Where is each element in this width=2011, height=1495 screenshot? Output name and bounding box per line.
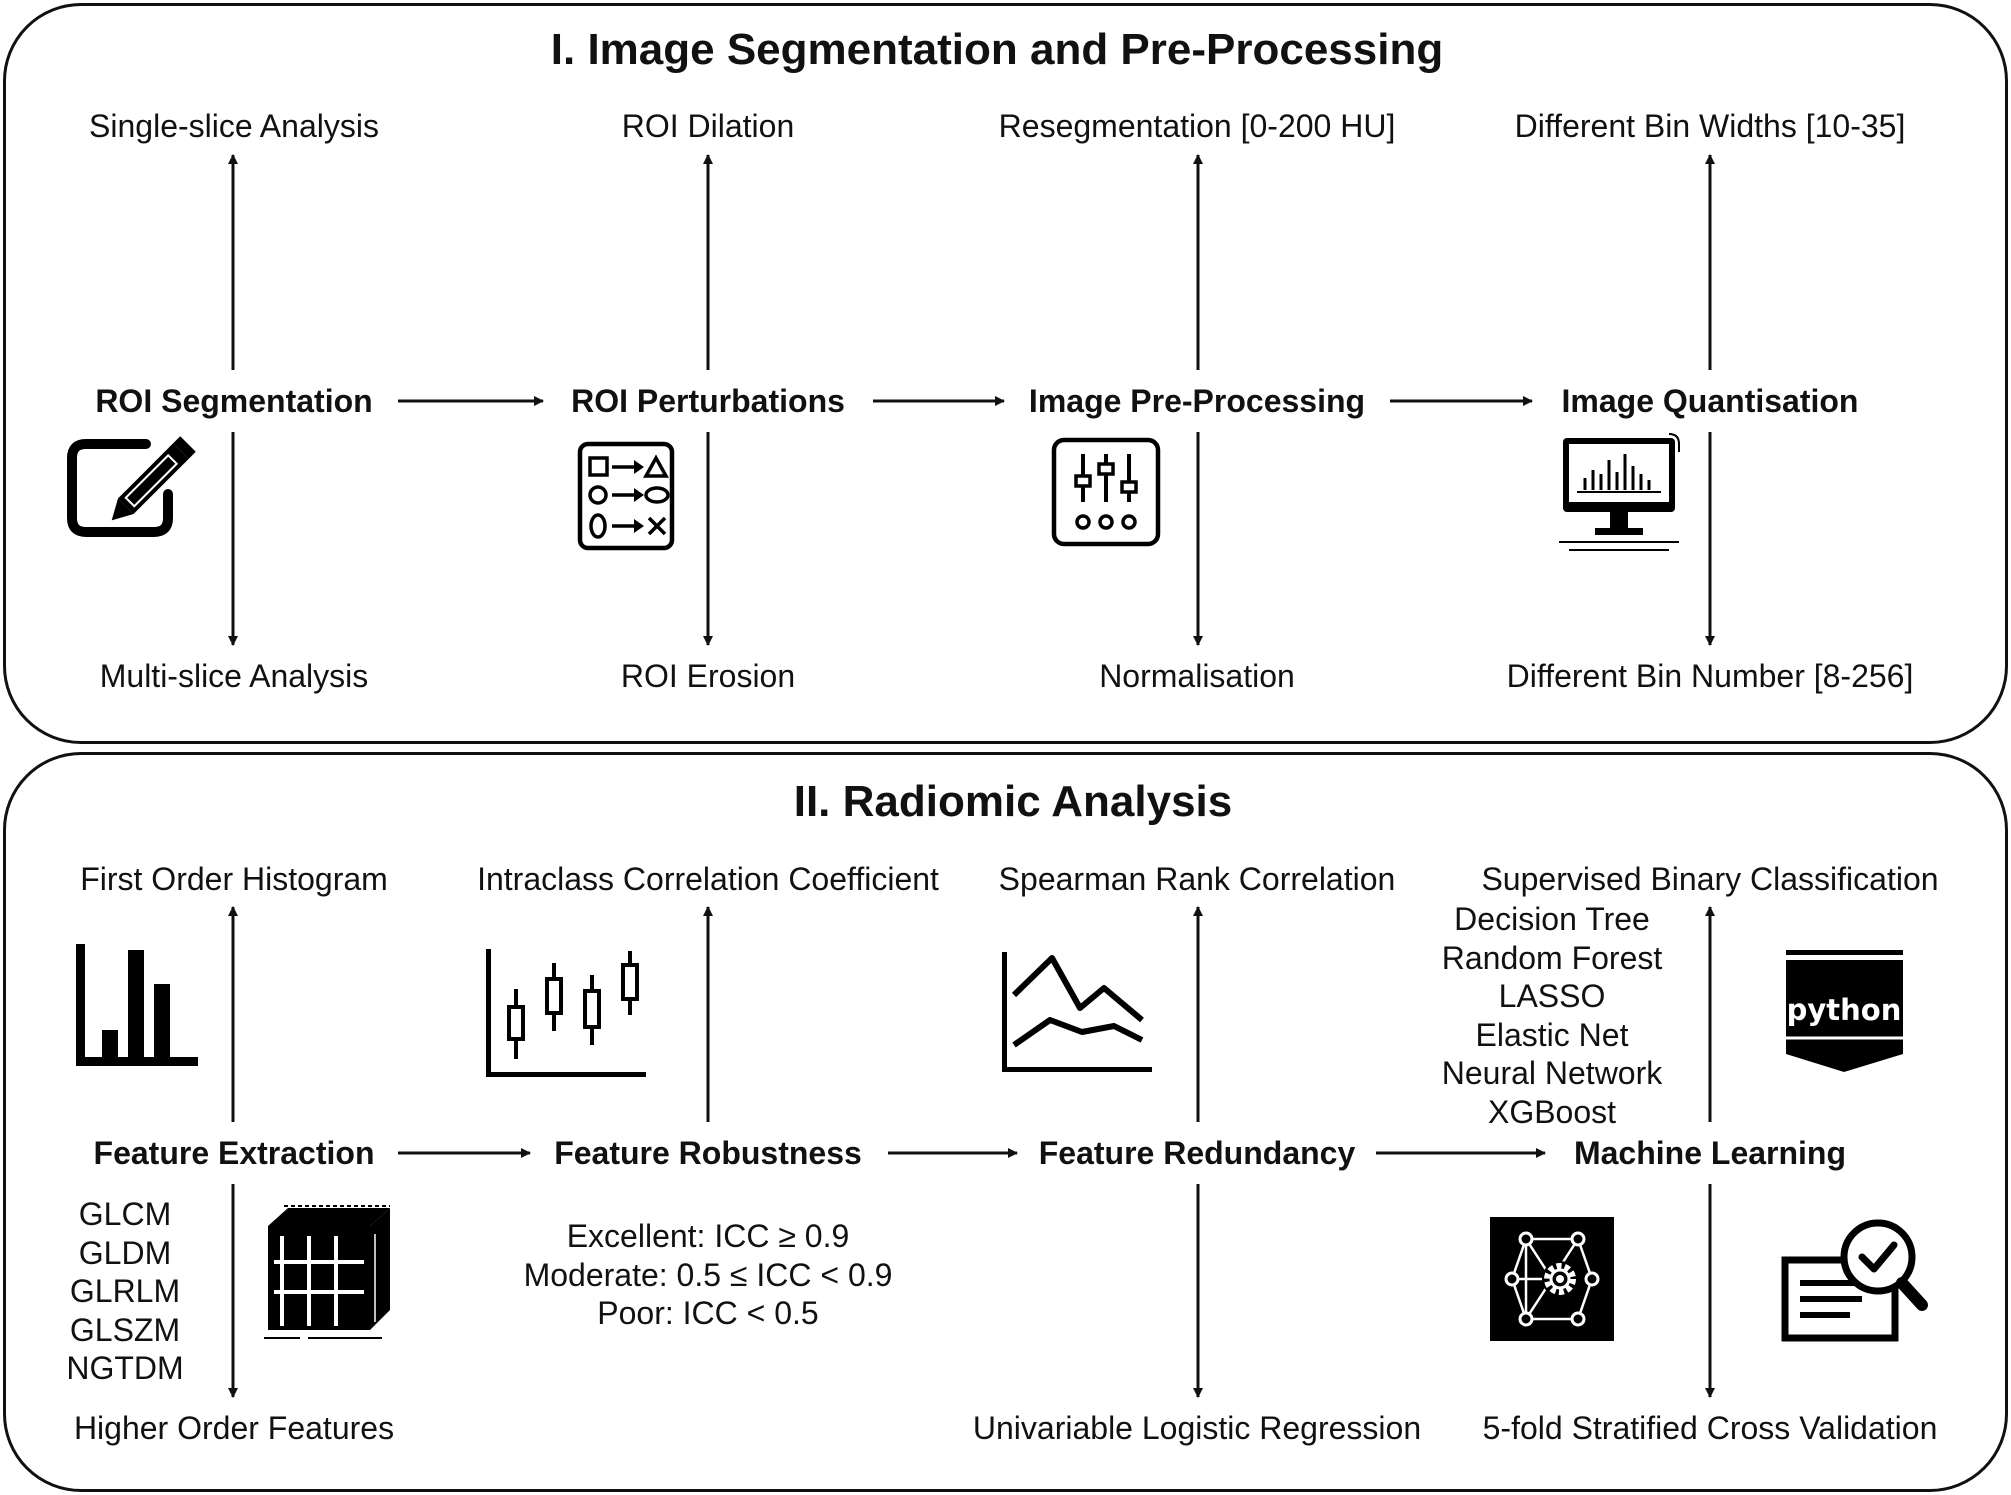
step-image-quantisation: Image Quantisation [1561,383,1859,419]
panel-2-title: II. Radiomic Analysis [793,777,1233,826]
python-badge-icon: python [1786,950,1903,1072]
matrix-cube-icon [264,1205,390,1339]
list-item: Decision Tree [1454,901,1650,937]
label-single-slice-analysis: Single-slice Analysis [89,108,379,144]
list-item: GLSZM [69,1311,181,1348]
label-roi-erosion: ROI Erosion [620,658,796,694]
label-different-bin-widths: Different Bin Widths [10-35] [1514,108,1906,144]
list-item: XGBoost [1487,1093,1617,1130]
panel-radiomic-analysis [3,752,2008,1492]
list-item: GLCM [78,1196,172,1232]
label-higher-order-features: Higher Order Features [73,1410,395,1446]
label-spearman-rank-correlation: Spearman Rank Correlation [998,861,1396,897]
document-magnifier-check-icon [1781,1219,1928,1342]
neural-network-gear-icon [1490,1217,1614,1341]
label-5-fold-cross-validation: 5-fold Stratified Cross Validation [1482,1410,1938,1446]
label-different-bin-number: Different Bin Number [8-256] [1506,658,1914,694]
list-item: Neural Network [1441,1055,1663,1091]
candlestick-chart-icon [486,949,646,1077]
list-item: GLRLM [69,1273,181,1309]
step-feature-extraction: Feature Extraction [93,1135,375,1171]
list-item: Random Forest [1441,939,1663,976]
step-feature-robustness: Feature Robustness [554,1135,862,1171]
step-feature-redundancy: Feature Redundancy [1038,1135,1356,1171]
label-resegmentation: Resegmentation [0-200 HU] [998,108,1396,144]
panel-image-segmentation [3,3,2008,744]
list-item: GLDM [78,1234,172,1271]
label-univariable-logistic-regression: Univariable Logistic Regression [972,1410,1422,1446]
label-supervised-binary-classification: Supervised Binary Classification [1481,861,1939,897]
shape-transform-icon [577,441,675,551]
icc-threshold-list: Excellent: ICC ≥ 0.9 Moderate: 0.5 ≤ ICC… [524,1217,893,1333]
list-item: Moderate: 0.5 ≤ ICC < 0.9 [523,1256,893,1293]
list-item: NGTDM [66,1350,184,1386]
step-roi-perturbations: ROI Perturbations [571,383,845,419]
list-item: LASSO [1498,978,1606,1014]
edit-pencil-icon [67,436,196,537]
label-intraclass-correlation: Intraclass Correlation Coefficient [477,861,939,897]
bar-chart-icon [76,944,198,1066]
label-first-order-histogram: First Order Histogram [80,861,388,897]
list-item: Excellent: ICC ≥ 0.9 [566,1218,850,1254]
line-chart-icon [1002,952,1152,1072]
list-item: Elastic Net [1475,1016,1629,1053]
step-roi-segmentation: ROI Segmentation [95,383,373,419]
classifier-list: Decision Tree Random Forest LASSO Elasti… [1442,900,1663,1131]
label-roi-dilation: ROI Dilation [621,108,795,144]
label-multi-slice-analysis: Multi-slice Analysis [99,658,369,694]
monitor-histogram-icon [1559,433,1680,551]
label-normalisation: Normalisation [1099,658,1295,694]
sliders-icon [1051,437,1161,547]
list-item: Poor: ICC < 0.5 [597,1295,819,1331]
python-badge-text: python [1787,993,1902,1027]
step-image-preprocessing: Image Pre-Processing [1028,383,1366,419]
texture-feature-list: GLCM GLDM GLRLM GLSZM NGTDM [66,1195,183,1388]
panel-1-title: I. Image Segmentation and Pre-Processing [550,25,1444,74]
step-machine-learning: Machine Learning [1573,1135,1847,1171]
